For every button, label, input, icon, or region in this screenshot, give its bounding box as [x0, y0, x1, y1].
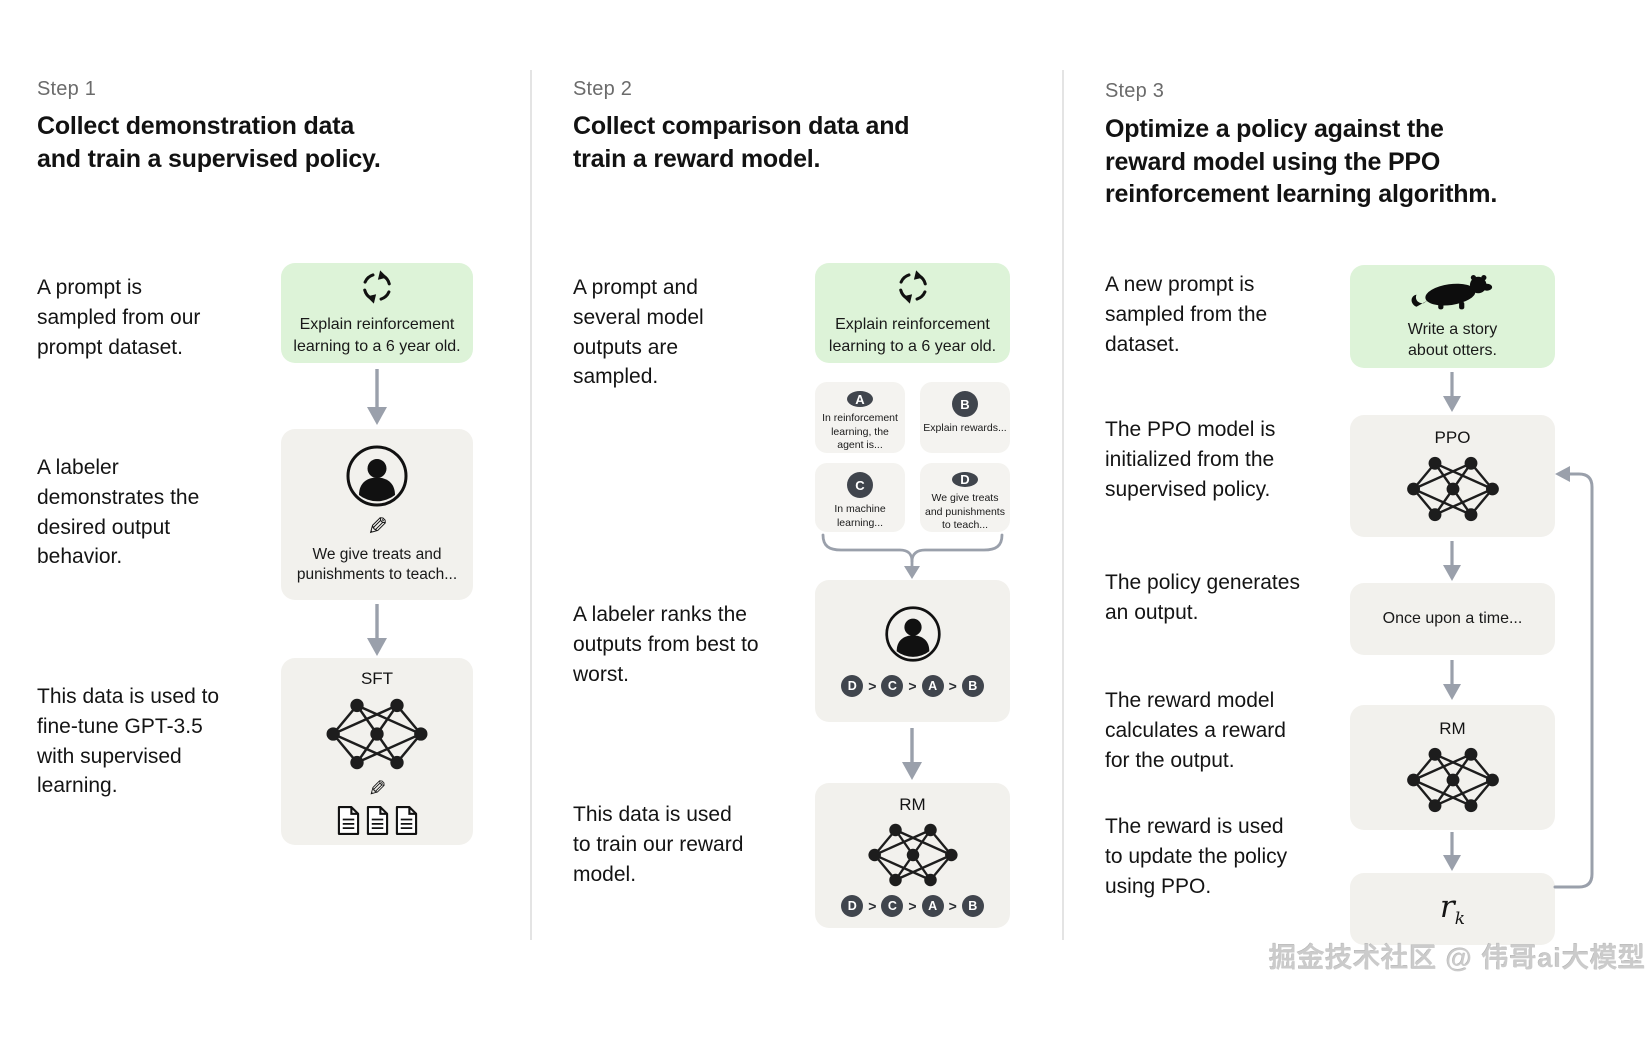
step3-caption-output: The policy generates an output.: [1105, 571, 1300, 624]
labeler-person-icon: [884, 606, 941, 662]
neural-net-icon: [1406, 456, 1499, 521]
option-text: In machine learning...: [834, 503, 886, 529]
step2-caption-train: This data is used to train our reward mo…: [573, 803, 744, 886]
neural-net-icon: [326, 698, 428, 769]
otter-icon: [1411, 274, 1492, 310]
step2-caption-prompt: A prompt and several model outputs are s…: [573, 276, 704, 389]
neural-net-icon: [1406, 747, 1499, 813]
documents-row: [337, 805, 418, 835]
step1-labeler-text: We give treats and punishments to teach.…: [296, 545, 458, 583]
step3-prompt-box: Write a story about otters.: [1350, 265, 1555, 368]
option-text: In reinforcement learning, the agent is.…: [822, 412, 898, 452]
pencil-icon: ✎: [366, 511, 388, 541]
step1-caption-finetune: This data is used to fine-tune GPT-3.5 w…: [37, 685, 220, 798]
document-icon: [366, 805, 388, 835]
column-divider: [530, 70, 532, 940]
flow-arrow: [364, 369, 390, 430]
output-option-c: C In machine learning...: [815, 463, 905, 532]
step3-title: Optimize a policy against the reward mod…: [1105, 115, 1498, 208]
step1-prompt-box: Explain reinforcement learning to a 6 ye…: [281, 263, 473, 363]
rm-label: RM: [899, 794, 926, 814]
flow-arrow: [899, 728, 925, 785]
rank-badge: B: [961, 894, 984, 917]
step2-label: Step 2: [573, 78, 633, 100]
option-letter-badge: A: [847, 391, 873, 408]
rank-badge: B: [961, 675, 984, 697]
flow-arrow: [1440, 660, 1464, 705]
step2-prompt-box: Explain reinforcement learning to a 6 ye…: [815, 263, 1010, 363]
step3-prompt-text: Write a story about otters.: [1407, 320, 1498, 359]
step1-caption-labeler: A labeler demonstrates the desired outpu…: [37, 456, 200, 569]
option-letter-badge: C: [847, 472, 873, 498]
pencil-icon: ✎: [367, 776, 387, 802]
step3-reward-box: rk: [1350, 873, 1555, 945]
document-icon: [337, 805, 359, 835]
rank-badge: A: [921, 894, 944, 917]
step3-caption-ppo: The PPO model is initialized from the su…: [1105, 418, 1276, 501]
step1-caption-prompt: A prompt is sampled from our prompt data…: [37, 276, 201, 359]
ranking-row: D > C > A > B: [841, 675, 984, 697]
step3-caption-reward: The reward model calculates a reward for…: [1105, 689, 1286, 772]
flow-arrow: [1440, 372, 1464, 417]
watermark: 掘金技术社区 @ 伟哥ai大模型: [1269, 943, 1646, 973]
cycle-icon: [898, 270, 927, 305]
merge-brace-arrow: [815, 533, 1010, 585]
document-icon: [395, 805, 417, 835]
neural-net-icon: [867, 823, 958, 886]
step3-ppo-box: PPO: [1350, 415, 1555, 537]
step3-caption-prompt: A new prompt is sampled from the dataset…: [1105, 273, 1268, 356]
rank-badge: D: [841, 894, 864, 917]
option-text: We give treats and punishments to teach.…: [925, 492, 1005, 532]
step3-output-box: Once upon a time...: [1350, 583, 1555, 655]
ranking-row: D > C > A > B: [841, 894, 984, 917]
flow-arrow: [1440, 832, 1464, 876]
option-text: Explain rewards...: [923, 422, 1007, 434]
step2-prompt-text: Explain reinforcement learning to a 6 ye…: [828, 316, 997, 355]
step2-ranking-box: D > C > A > B: [815, 580, 1010, 722]
step3-output-text: Once upon a time...: [1382, 610, 1523, 628]
output-option-d: D We give treats and punishments to teac…: [920, 463, 1010, 532]
labeler-person-icon: [346, 445, 408, 507]
step1-prompt-text: Explain reinforcement learning to a 6 ye…: [293, 316, 461, 355]
step3-label: Step 3: [1105, 80, 1165, 102]
rank-badge: A: [921, 675, 944, 697]
sft-label: SFT: [360, 668, 394, 688]
step2-rm-box: RM D > C > A > B: [815, 783, 1010, 928]
step1-title: Collect demonstration data and train a s…: [37, 112, 381, 173]
cycle-icon: [363, 270, 391, 305]
ppo-label: PPO: [1434, 427, 1471, 447]
feedback-loop-arrow: [1553, 456, 1603, 906]
flow-arrow: [1440, 541, 1464, 586]
flow-arrow: [364, 604, 390, 661]
column-divider: [1062, 70, 1064, 940]
rank-badge: C: [881, 675, 904, 697]
option-letter-badge: B: [952, 391, 978, 417]
step2-caption-rank: A labeler ranks the outputs from best to…: [573, 603, 759, 686]
output-option-b: B Explain rewards...: [920, 382, 1010, 453]
step2-title: Collect comparison data and train a rewa…: [573, 112, 910, 173]
step3-rm-box: RM: [1350, 705, 1555, 830]
step1-label: Step 1: [37, 78, 97, 100]
rm-label: RM: [1439, 719, 1466, 738]
rank-badge: C: [881, 894, 904, 917]
output-option-a: A In reinforcement learning, the agent i…: [815, 382, 905, 453]
option-letter-badge: D: [952, 472, 978, 487]
step1-labeler-box: ✎ We give treats and punishments to teac…: [281, 429, 473, 600]
step3-caption-update: The reward is used to update the policy …: [1105, 815, 1288, 898]
rank-badge: D: [841, 675, 864, 697]
step1-sft-box: SFT ✎: [281, 658, 473, 845]
reward-value: rk: [1439, 888, 1466, 930]
